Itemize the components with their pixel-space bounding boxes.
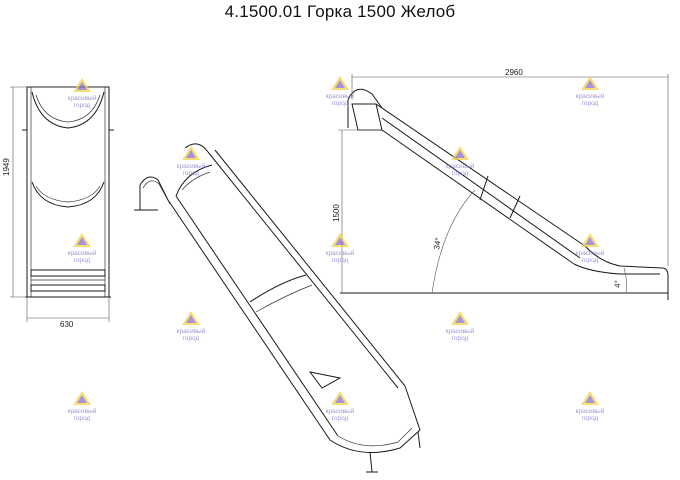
watermark-tower bbox=[77, 237, 87, 245]
iso-inlet-curve bbox=[175, 164, 213, 197]
watermark-text-1: красивый bbox=[177, 162, 206, 170]
iso-exit-leg-right bbox=[417, 431, 421, 449]
side-length-label: 2960 bbox=[505, 68, 523, 77]
watermark-text-2: город bbox=[332, 100, 349, 107]
iso-mid-joint bbox=[249, 274, 307, 303]
side-angle-arc bbox=[431, 189, 476, 294]
watermark-text-2: город bbox=[582, 100, 599, 107]
watermark-text-1: красивый bbox=[576, 249, 605, 257]
front-top-curve bbox=[31, 91, 105, 129]
watermark-tower bbox=[455, 150, 465, 158]
watermark-text-1: красивый bbox=[68, 94, 97, 102]
side-bed-bottom bbox=[381, 129, 575, 265]
watermark-tower bbox=[77, 82, 87, 90]
side-joint-2 bbox=[509, 195, 521, 219]
watermark-text-1: красивый bbox=[177, 327, 206, 335]
watermark-text-1: красивый bbox=[68, 249, 97, 257]
side-bed-top bbox=[375, 103, 586, 247]
watermark-text-1: красивый bbox=[326, 407, 355, 415]
watermark-text-2: город bbox=[74, 102, 91, 109]
watermark-tower bbox=[186, 315, 196, 323]
side-exit-angle-arc bbox=[623, 267, 627, 294]
side-height-label: 1500 bbox=[332, 204, 341, 222]
watermark-text-1: красивый bbox=[576, 92, 605, 100]
front-mid-curve-inner bbox=[35, 185, 101, 203]
side-bed-mid bbox=[381, 117, 581, 259]
watermark-group: красивыйгородкрасивыйгородкрасивыйгородк… bbox=[68, 76, 605, 422]
watermark-text-2: город bbox=[332, 415, 349, 422]
iso-bed-edge-right-inner bbox=[214, 149, 406, 387]
front-view-inner-frame bbox=[30, 86, 106, 298]
watermark-text-2: город bbox=[332, 257, 349, 264]
iso-inlet-curve-inner bbox=[181, 171, 211, 191]
watermark-text-2: город bbox=[582, 257, 599, 264]
watermark-tower bbox=[186, 150, 196, 158]
watermark-text-2: город bbox=[582, 415, 599, 422]
watermark-tower bbox=[335, 395, 345, 403]
watermark-text-1: красивый bbox=[326, 249, 355, 257]
watermark-text-2: город bbox=[452, 335, 469, 342]
front-exit-plate bbox=[30, 284, 106, 292]
isometric-view bbox=[134, 143, 421, 473]
front-view-frame bbox=[26, 86, 110, 298]
iso-exit-leg-left bbox=[369, 451, 373, 473]
watermark-text-2: город bbox=[183, 335, 200, 342]
iso-bed-edge-left-inner bbox=[175, 195, 339, 437]
watermark-tower bbox=[335, 237, 345, 245]
watermark-tower bbox=[77, 395, 87, 403]
watermark-tower bbox=[585, 80, 595, 88]
watermark-text-1: красивый bbox=[446, 162, 475, 170]
front-top-curve-inner bbox=[35, 94, 101, 123]
iso-handrail-left-inner bbox=[142, 180, 171, 205]
watermark-tower bbox=[455, 315, 465, 323]
watermark-tower bbox=[335, 80, 345, 88]
side-handrail bbox=[347, 88, 383, 109]
side-joint-1 bbox=[479, 175, 489, 201]
watermark-text-1: красивый bbox=[68, 407, 97, 415]
side-exit-top bbox=[584, 245, 669, 277]
front-width-label: 630 bbox=[60, 320, 74, 329]
drawing-title: 4.1500.01 Горка 1500 Желоб bbox=[224, 2, 456, 21]
iso-mid-joint-2 bbox=[255, 284, 313, 313]
iso-bed-edge-left bbox=[167, 199, 331, 441]
front-mid-curve bbox=[31, 181, 105, 208]
watermark-text-2: город bbox=[183, 170, 200, 177]
iso-handrail-left bbox=[139, 176, 169, 201]
iso-top-rail bbox=[184, 143, 209, 153]
front-bottom-plate bbox=[30, 269, 106, 277]
side-exit-bottom bbox=[573, 263, 660, 275]
watermark-tower bbox=[585, 395, 595, 403]
front-height-label: 1949 bbox=[2, 158, 11, 176]
watermark-text-1: красивый bbox=[446, 327, 475, 335]
side-top-box bbox=[351, 103, 383, 131]
side-exit-angle-label: 4° bbox=[613, 280, 622, 288]
watermark-text-2: город bbox=[74, 415, 91, 422]
iso-bed-edge-right bbox=[207, 151, 399, 389]
front-view: 1949 630 bbox=[2, 86, 114, 329]
watermark-text-1: красивый bbox=[576, 407, 605, 415]
watermark-text-1: красивый bbox=[326, 92, 355, 100]
watermark-text-2: город bbox=[74, 257, 91, 264]
side-view: 2960 1500 34° 4° bbox=[332, 68, 669, 300]
side-angle-label: 34° bbox=[432, 237, 443, 250]
watermark-tower bbox=[585, 237, 595, 245]
watermark-text-2: город bbox=[452, 170, 469, 177]
iso-exit-curve-inner bbox=[337, 427, 413, 447]
iso-exit-marker bbox=[308, 371, 342, 389]
